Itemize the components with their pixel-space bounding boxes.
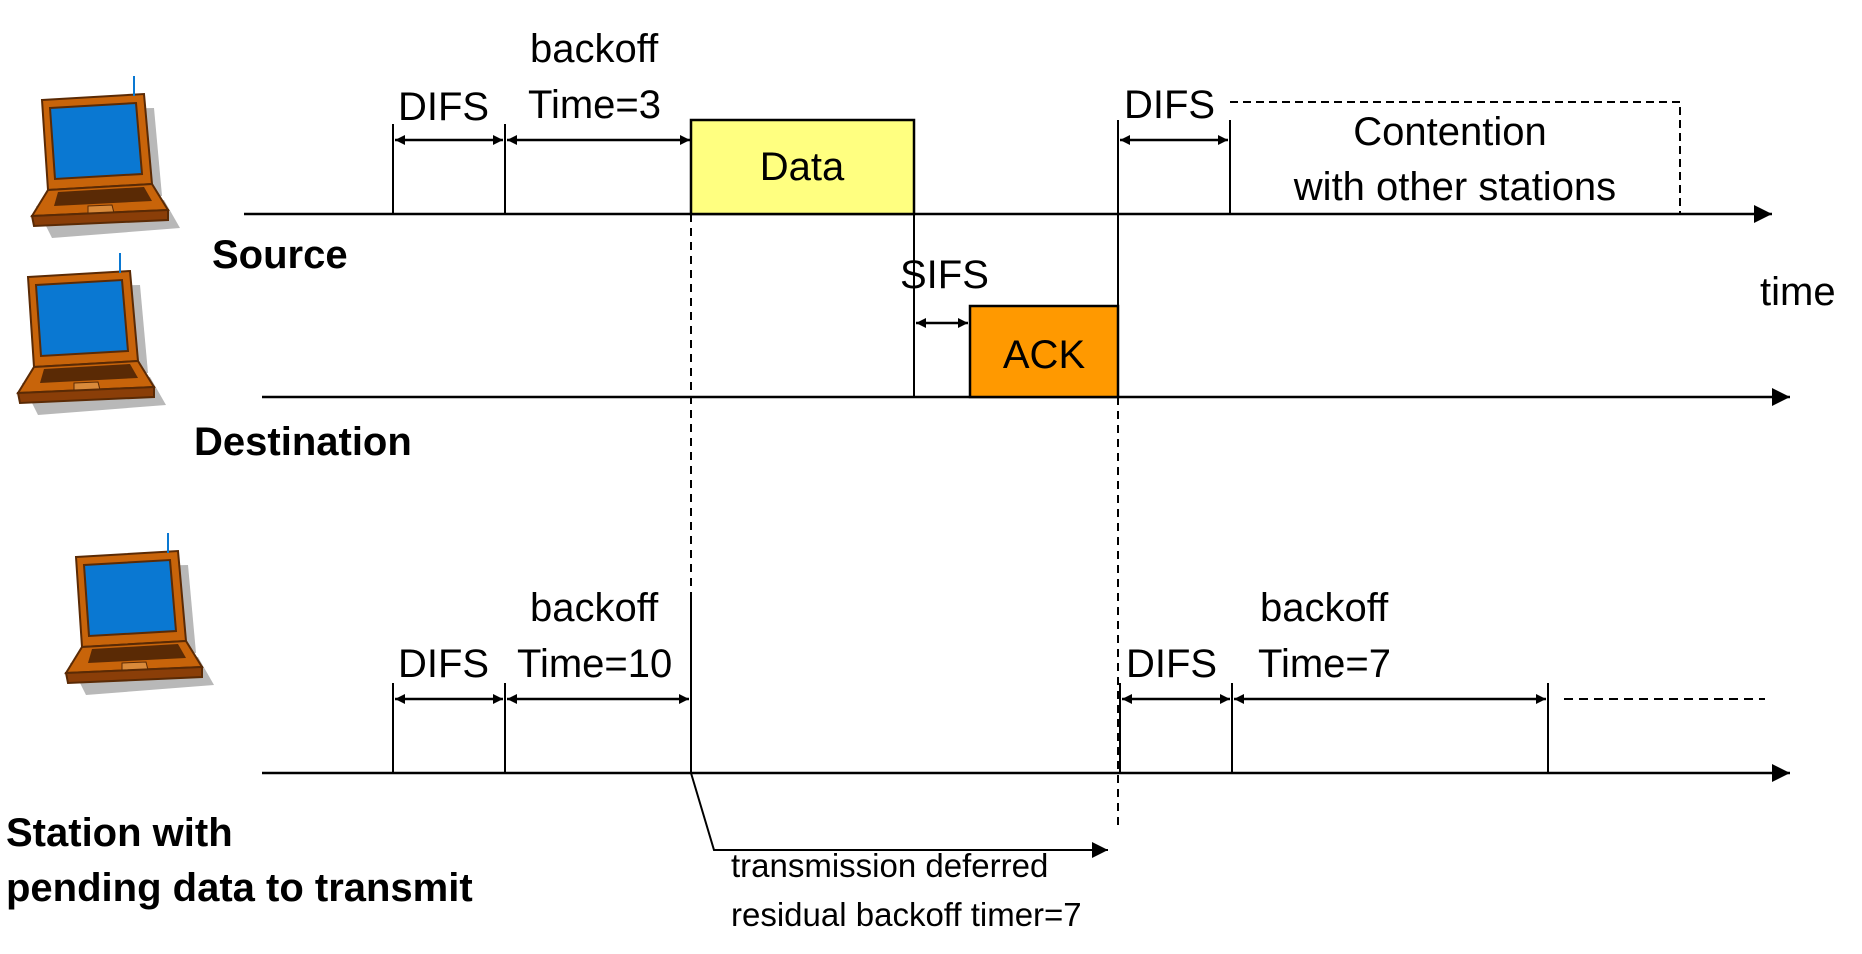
source-difs-label: DIFS [398, 85, 489, 129]
sifs-label: SIFS [900, 253, 989, 297]
pending-backoff2-label-line2: Time=7 [1258, 642, 1391, 686]
source-backoff-label-line1: backoff [530, 27, 659, 71]
contention-label-line2: with other stations [1293, 165, 1616, 209]
laptop-icon-destination [17, 252, 167, 416]
pending-difs-label: DIFS [398, 642, 489, 686]
source-difs2-label: DIFS [1124, 83, 1215, 127]
pending-backoff-label-line1: backoff [530, 586, 659, 630]
laptop-icon-pending-station [65, 532, 215, 696]
deferral-note-line1: transmission deferred [731, 847, 1048, 884]
ack-frame-label: ACK [1003, 333, 1086, 377]
source-backoff-label-line2: Time=3 [528, 83, 661, 127]
data-frame [689, 118, 916, 216]
ack-frame [968, 304, 1120, 399]
pending-difs2-label: DIFS [1126, 642, 1217, 686]
deferral-note-line2: residual backoff timer=7 [731, 896, 1082, 933]
station-label-pending-line1: Station with [6, 811, 233, 855]
data-frame-label: Data [760, 145, 845, 189]
time-axis-label: time [1760, 270, 1836, 314]
station-label-pending-line2: pending data to transmit [6, 866, 473, 910]
station-label-source: Source [212, 233, 348, 277]
deferral-arrow [690, 772, 1108, 858]
contention-label-line1: Contention [1353, 110, 1546, 154]
pending-backoff-label-line2: Time=10 [517, 642, 672, 686]
contention-window-outline [1230, 101, 1681, 214]
laptop-icon-source [31, 75, 181, 239]
pending-backoff2-label-line1: backoff [1260, 586, 1389, 630]
station-label-destination: Destination [194, 420, 412, 464]
